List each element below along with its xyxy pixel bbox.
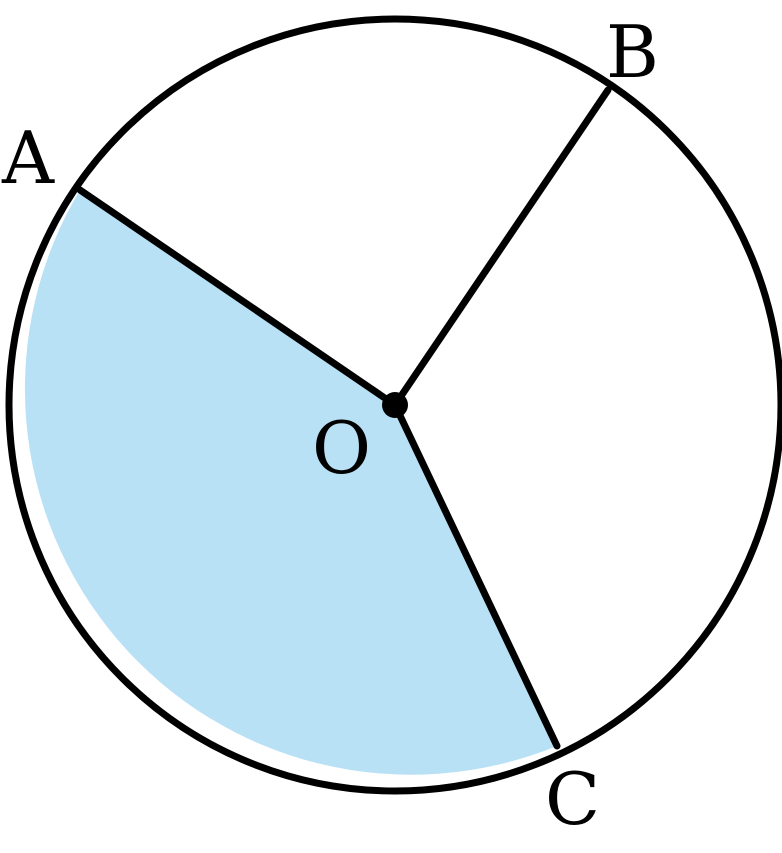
label-b: B <box>606 10 659 94</box>
radius-oc <box>391 401 561 750</box>
radius-oa <box>76 186 399 409</box>
shaded-sector-aoc <box>24 190 558 775</box>
label-o: O <box>312 406 371 490</box>
circle-outline <box>5 15 782 795</box>
center-point <box>382 392 408 418</box>
radius-ob <box>391 86 612 409</box>
label-c: C <box>545 757 600 841</box>
label-a: A <box>1 116 55 200</box>
